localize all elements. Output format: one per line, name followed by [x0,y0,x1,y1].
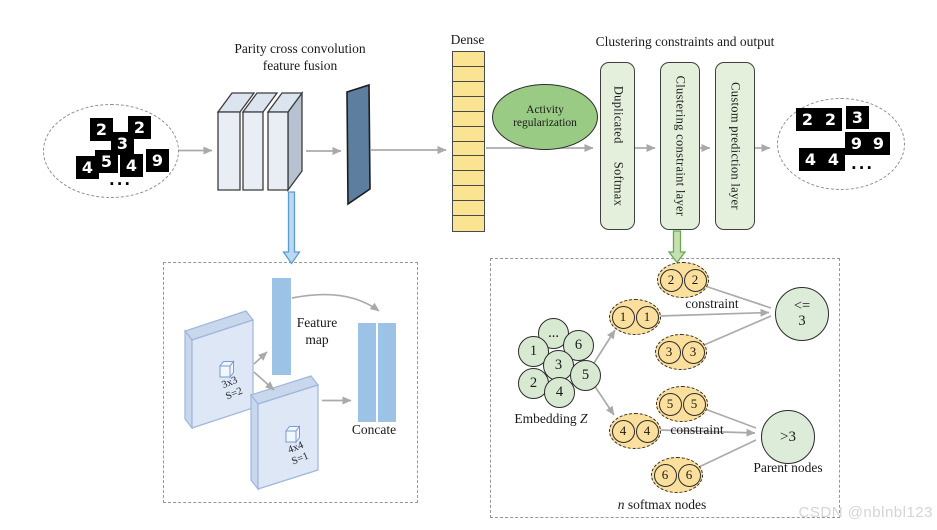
activity-regularization-ellipse: Activity regularization [492,84,598,150]
digit-tile: 4 [822,148,845,171]
softmax-node-pair: 6 6 [651,457,703,493]
digit-tile: 4 [120,154,143,177]
layer-clustering-constraint: Clustering constraint layer [660,62,700,230]
dense-layer [452,51,485,232]
dense-cell [453,186,484,202]
dense-cell [453,52,484,67]
digit-tile: 9 [146,149,169,172]
conv-title: Parity cross convolution feature fusion [234,41,366,73]
down-arrow-blue-icon [282,191,301,265]
softmax-nodes-caption: n softmax nodes [617,497,707,512]
digit-tile: 4 [76,156,99,179]
digit-tile: 3 [111,132,134,155]
dense-cell [453,142,484,157]
digit-tile: 2 [796,108,819,131]
conv-stack [216,91,304,192]
down-arrow-green-icon [667,230,687,264]
cluster-detail-box [490,258,840,518]
parent-node-le3: <= 3 [775,287,829,341]
cube-icon [218,360,235,379]
softmax-node-pair: 4 4 [609,413,661,449]
embedding-node: 5 [570,360,601,391]
layer-custom-prediction: Custom prediction layer [715,62,755,230]
feature-map-bar [272,278,291,375]
constraint-lines [593,285,772,468]
digit-tile: 2 [90,118,113,141]
watermark: CSDN @nblnbl123 [798,504,933,521]
dense-cell [453,67,484,82]
feature-map-label: Feature map [296,315,338,347]
constraint-label-top: constraint [685,296,739,311]
kernel-slab-3x3 [184,310,254,430]
output-ellipsis: ... [851,155,875,173]
dense-cell [453,201,484,217]
digit-tile: 5 [95,150,118,173]
cluster-title: Clustering constraints and output [595,34,775,49]
digit-tile: 9 [845,132,868,155]
softmax-node-pair: 2 2 [657,262,709,298]
layer-duplicated-softmax: Duplicated Softmax [600,62,635,230]
detail-arrows [253,293,380,405]
softmax-node-pair: 5 5 [656,386,708,422]
digit-tile: 3 [846,106,869,129]
dense-label: Dense [450,32,485,47]
dense-cell [453,156,484,172]
dense-cell [453,171,484,187]
dense-cell [453,216,484,231]
concate-label: Concate [351,422,397,437]
digit-tile: 4 [799,148,822,171]
embedding-node: 4 [544,377,575,408]
constraint-label-bottom: constraint [670,422,724,437]
dense-cell [453,112,484,127]
kernel-slab-4x4 [249,375,320,491]
dense-cell [453,82,484,97]
input-ellipsis: ... [109,171,133,189]
embedding-label: Embedding Z [514,411,588,426]
parent-nodes-label: Parent nodes [753,460,823,475]
dense-cell [453,97,484,112]
digit-tile: 9 [867,132,890,155]
parent-node-gt3: >3 [761,410,815,464]
digit-tile: 2 [819,108,842,131]
softmax-node-pair: 3 3 [655,334,707,370]
cube-icon [284,425,301,444]
softmax-node-pair: 1 1 [609,299,661,335]
flatten-layer [346,83,371,206]
dense-cell [453,127,484,142]
concate-bars [358,323,396,422]
